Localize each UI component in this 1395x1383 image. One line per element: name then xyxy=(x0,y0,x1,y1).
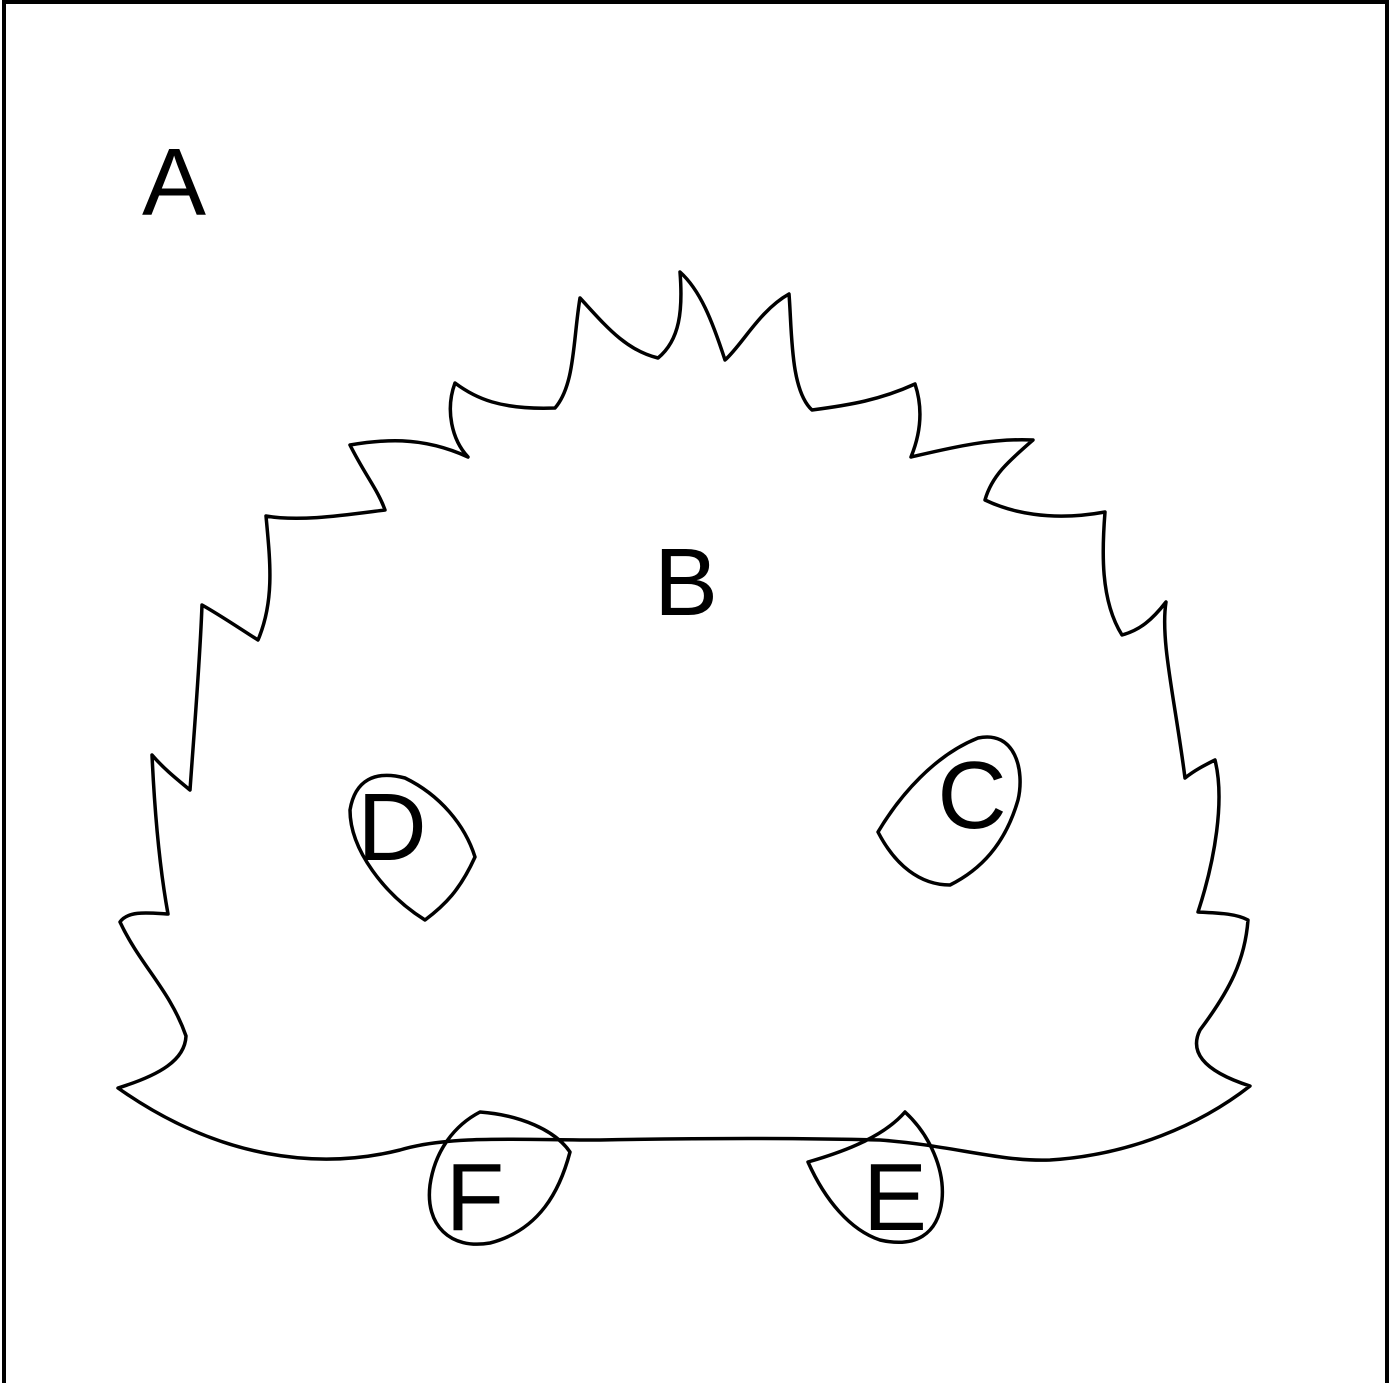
region-a-label: A xyxy=(142,129,206,236)
region-c-label: C xyxy=(937,742,1006,849)
region-d-label: D xyxy=(357,774,426,881)
region-f-label: F xyxy=(446,1144,505,1251)
region-b-outline xyxy=(118,272,1250,1160)
region-b-label: B xyxy=(654,529,718,636)
region-e-label: E xyxy=(863,1144,927,1251)
region-a-frame xyxy=(4,2,1387,1383)
